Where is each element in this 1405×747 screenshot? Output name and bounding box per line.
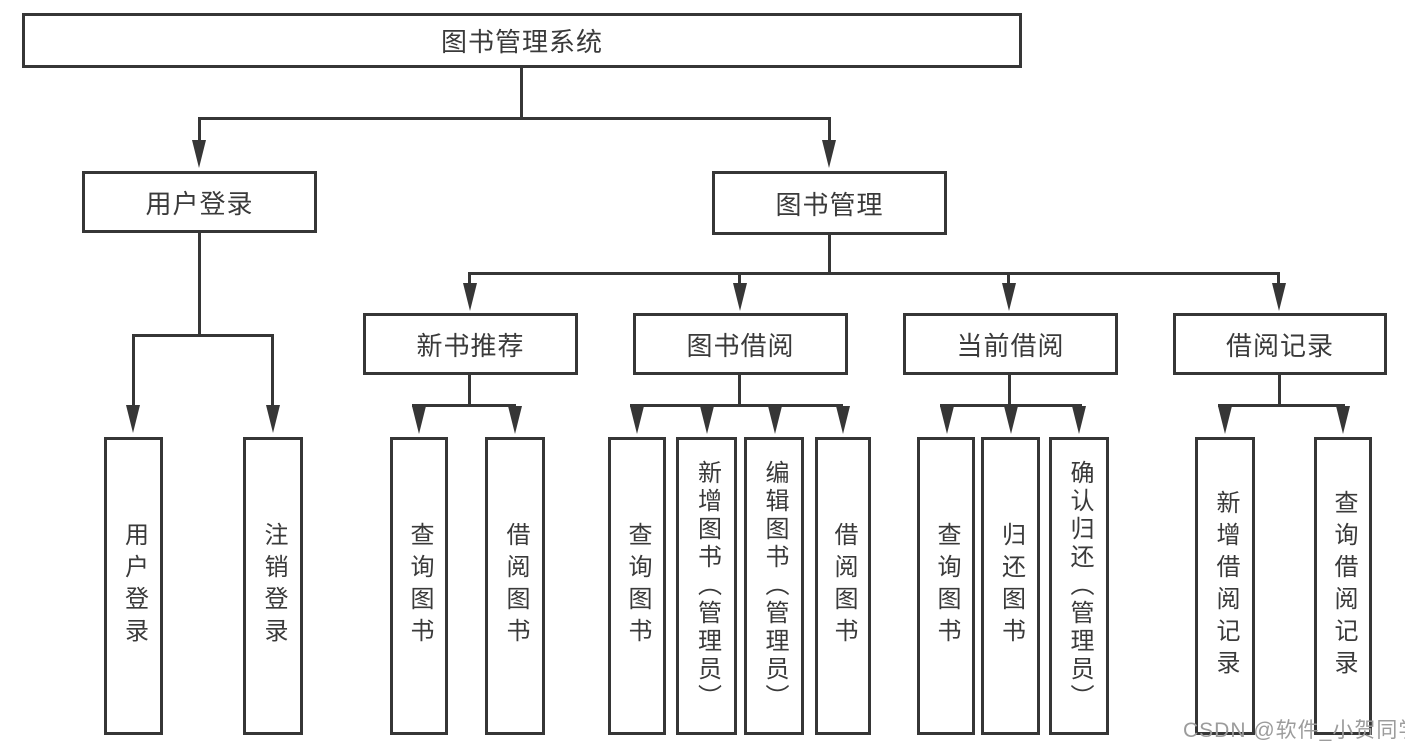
arrow-down-icon: [768, 406, 782, 434]
node-label: 用户登录: [145, 188, 254, 219]
leaf-user-login: 用户登录: [104, 437, 163, 735]
leaf-label: 编辑图书（管理员）: [761, 460, 788, 712]
leaf-label: 归还图书: [997, 522, 1025, 650]
leaf-edit-books-admin: 编辑图书（管理员）: [744, 437, 804, 735]
connector-line: [468, 375, 471, 406]
node-book-management: 图书管理: [712, 171, 947, 235]
connector-line: [630, 404, 843, 407]
connector-line: [520, 68, 523, 118]
arrow-down-icon: [1272, 283, 1286, 311]
arrow-down-icon: [1002, 283, 1016, 311]
arrow-down-icon: [940, 406, 954, 434]
leaf-add-borrow-record: 新增借阅记录: [1195, 437, 1255, 735]
arrow-down-icon: [700, 406, 714, 434]
arrow-down-icon: [1072, 406, 1086, 434]
node-label: 借阅记录: [1225, 330, 1334, 361]
node-label: 当前借阅: [956, 330, 1065, 361]
connector-line: [1008, 375, 1011, 406]
node-current-borrow: 当前借阅: [903, 313, 1118, 375]
node-system-root: 图书管理系统: [22, 13, 1022, 68]
node-new-book-recommend: 新书推荐: [363, 313, 578, 375]
connector-line: [132, 334, 274, 337]
arrow-down-icon: [733, 283, 747, 311]
leaf-logout: 注销登录: [243, 437, 303, 735]
arrow-down-icon: [836, 406, 850, 434]
node-label: 图书管理系统: [440, 27, 603, 57]
leaf-query-books-borrow: 查询图书: [608, 437, 666, 735]
leaf-label: 借阅图书: [502, 522, 529, 650]
arrow-down-icon: [822, 140, 836, 168]
arrow-down-icon: [192, 140, 206, 168]
connector-line: [1278, 375, 1281, 406]
arrow-down-icon: [1336, 406, 1350, 434]
leaf-label: 借阅图书: [830, 522, 857, 650]
node-borrow-records: 借阅记录: [1173, 313, 1387, 375]
connector-line: [198, 117, 831, 120]
arrow-down-icon: [266, 405, 280, 433]
leaf-borrow-books-newbook: 借阅图书: [485, 437, 545, 735]
arrow-down-icon: [412, 406, 426, 434]
connector-line: [1277, 272, 1280, 285]
arrow-down-icon: [508, 406, 522, 434]
node-user-login: 用户登录: [82, 171, 317, 233]
leaf-label: 注销登录: [260, 522, 287, 650]
leaf-confirm-return-admin: 确认归还（管理员）: [1049, 437, 1109, 735]
connector-line: [940, 404, 1082, 407]
leaf-label: 查询图书: [933, 522, 960, 650]
arrow-down-icon: [1218, 406, 1232, 434]
connector-line: [828, 235, 831, 274]
leaf-query-books-current: 查询图书: [917, 437, 975, 735]
csdn-watermark: CSDN @软件_小贺同学: [1183, 719, 1405, 742]
connector-line: [828, 117, 831, 141]
leaf-add-books-admin: 新增图书（管理员）: [676, 437, 737, 735]
connector-line: [738, 375, 741, 406]
leaf-borrow-books: 借阅图书: [815, 437, 871, 735]
node-book-borrow: 图书借阅: [633, 313, 848, 375]
node-label: 新书推荐: [416, 330, 525, 361]
node-label: 图书管理: [775, 189, 884, 220]
connector-line: [198, 233, 201, 337]
connector-line: [412, 404, 516, 407]
connector-line: [1218, 404, 1345, 407]
connector-line: [198, 117, 201, 141]
leaf-query-borrow-record: 查询借阅记录: [1314, 437, 1372, 735]
connector-line: [132, 334, 135, 406]
arrow-down-icon: [463, 283, 477, 311]
leaf-label: 新增借阅记录: [1212, 490, 1239, 682]
connector-line: [738, 272, 741, 285]
leaf-query-books-newbook: 查询图书: [390, 437, 448, 735]
connector-line: [468, 272, 1280, 275]
arrow-down-icon: [630, 406, 644, 434]
connector-line: [468, 272, 471, 285]
leaf-label: 查询图书: [624, 522, 651, 650]
leaf-label: 确认归还（管理员）: [1066, 460, 1093, 712]
arrow-down-icon: [126, 405, 140, 433]
leaf-label: 查询借阅记录: [1330, 490, 1357, 682]
connector-line: [271, 334, 274, 406]
node-label: 图书借阅: [686, 330, 795, 361]
arrow-down-icon: [1004, 406, 1018, 434]
connector-line: [1007, 272, 1010, 285]
leaf-label: 新增图书（管理员）: [693, 460, 721, 712]
leaf-label: 用户登录: [120, 522, 148, 650]
leaf-label: 查询图书: [406, 522, 433, 650]
leaf-return-books: 归还图书: [981, 437, 1040, 735]
